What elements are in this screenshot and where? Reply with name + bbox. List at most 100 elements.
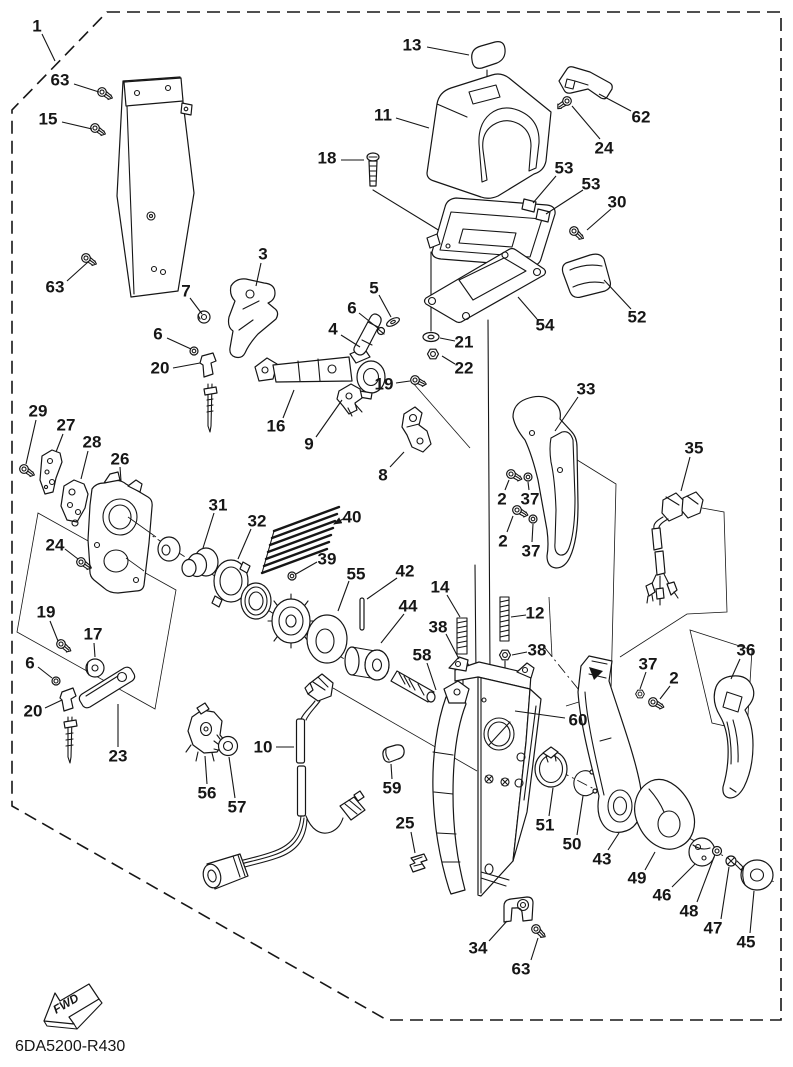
leader-line-32	[237, 528, 252, 560]
plate-28	[60, 479, 89, 527]
leader-line-38	[511, 651, 528, 656]
leader-line-39	[295, 561, 318, 575]
leader-line-58	[426, 662, 437, 691]
clamp-51	[534, 746, 568, 788]
spring-12	[499, 596, 510, 642]
screw-29	[17, 462, 38, 480]
callout-21: 21	[455, 333, 474, 352]
leader-line-54	[517, 296, 538, 320]
leader-line-56	[204, 755, 208, 785]
leader-line-13	[426, 46, 470, 56]
nut-37-lower	[635, 689, 645, 699]
callout-37: 37	[639, 655, 658, 674]
leader-line-20	[44, 699, 63, 709]
boot-31	[181, 547, 219, 578]
callout-7: 7	[181, 282, 190, 301]
callout-44: 44	[399, 597, 418, 616]
leader-line-20	[172, 362, 201, 369]
bolt-18	[366, 152, 380, 187]
body-60-assembly	[432, 656, 542, 897]
leader-line-22	[441, 355, 456, 365]
screw-15	[88, 121, 109, 139]
roller-45	[740, 859, 774, 891]
clip-20-upper	[199, 352, 218, 433]
leader-line-3	[255, 262, 262, 287]
callout-42: 42	[396, 562, 415, 581]
leader-line-37	[527, 481, 530, 491]
ring-39	[287, 571, 297, 581]
switch-35	[645, 491, 704, 606]
screw-30	[567, 224, 587, 243]
leader-line-31	[202, 512, 215, 549]
leader-line-60	[514, 710, 566, 719]
callout-2: 2	[497, 490, 506, 509]
leader-line-40	[333, 517, 344, 525]
callout-52: 52	[628, 308, 647, 327]
screw-19-right	[408, 373, 429, 389]
ring-61	[240, 582, 272, 620]
leader-line-27	[55, 433, 64, 453]
callout-6: 6	[347, 299, 356, 318]
part-54-gasket	[423, 247, 547, 324]
part-62-bracket	[558, 66, 613, 100]
leader-line-25	[410, 831, 416, 854]
callout-47: 47	[704, 919, 723, 938]
switch-56	[185, 702, 226, 762]
callout-34: 34	[469, 939, 488, 958]
leader-line-59	[390, 763, 393, 780]
leader-line-9	[315, 399, 343, 438]
plate-26-housing	[87, 471, 157, 594]
callout-2: 2	[669, 669, 678, 688]
callout-6: 6	[153, 325, 162, 344]
part-3-arm	[227, 278, 279, 359]
handle-33	[512, 395, 579, 569]
leader-line-55	[337, 580, 350, 612]
callout-58: 58	[413, 646, 432, 665]
callout-53: 53	[555, 159, 574, 178]
leader-line-26	[119, 466, 122, 482]
disc-46	[688, 837, 716, 867]
callout-20: 20	[24, 702, 43, 721]
callout-5: 5	[369, 279, 378, 298]
washer-7	[197, 310, 211, 324]
bar-23	[78, 666, 136, 709]
callout-24: 24	[46, 536, 65, 555]
gear-41	[267, 593, 315, 649]
leader-line-57	[228, 756, 236, 799]
callout-12: 12	[526, 604, 545, 623]
leader-line-14	[446, 594, 461, 618]
drawing-code: 6DA5200-R430	[15, 1038, 125, 1055]
callout-60: 60	[569, 711, 588, 730]
washer-37-upper	[523, 472, 533, 482]
leader-line-19	[395, 380, 411, 384]
part-8-bracket	[401, 406, 432, 453]
leader-line-44	[380, 613, 405, 644]
clip-25	[409, 853, 428, 873]
washer-21	[422, 331, 440, 343]
leader-line-36	[730, 658, 741, 680]
shaft-58	[390, 670, 436, 703]
callout-27: 27	[57, 416, 76, 435]
leader-line-24	[571, 105, 601, 140]
callout-31: 31	[209, 496, 228, 515]
callout-38: 38	[528, 641, 547, 660]
leader-line-47	[720, 866, 730, 920]
leader-line-12	[510, 614, 527, 618]
washer-17	[85, 658, 105, 678]
leader-line-2	[659, 685, 671, 700]
spring-14	[456, 617, 468, 655]
callout-62: 62	[632, 108, 651, 127]
leader-line-49	[644, 851, 656, 871]
callout-18: 18	[318, 149, 337, 168]
callout-19: 19	[37, 603, 56, 622]
leader-line-17	[93, 642, 96, 658]
leader-line-43	[607, 832, 620, 851]
callout-53: 53	[582, 175, 601, 194]
fork-36	[713, 675, 755, 799]
cable-10	[202, 673, 366, 890]
callout-63: 63	[512, 960, 531, 979]
knob-49	[634, 778, 696, 850]
callout-20: 20	[151, 359, 170, 378]
clamp-34	[503, 896, 534, 923]
